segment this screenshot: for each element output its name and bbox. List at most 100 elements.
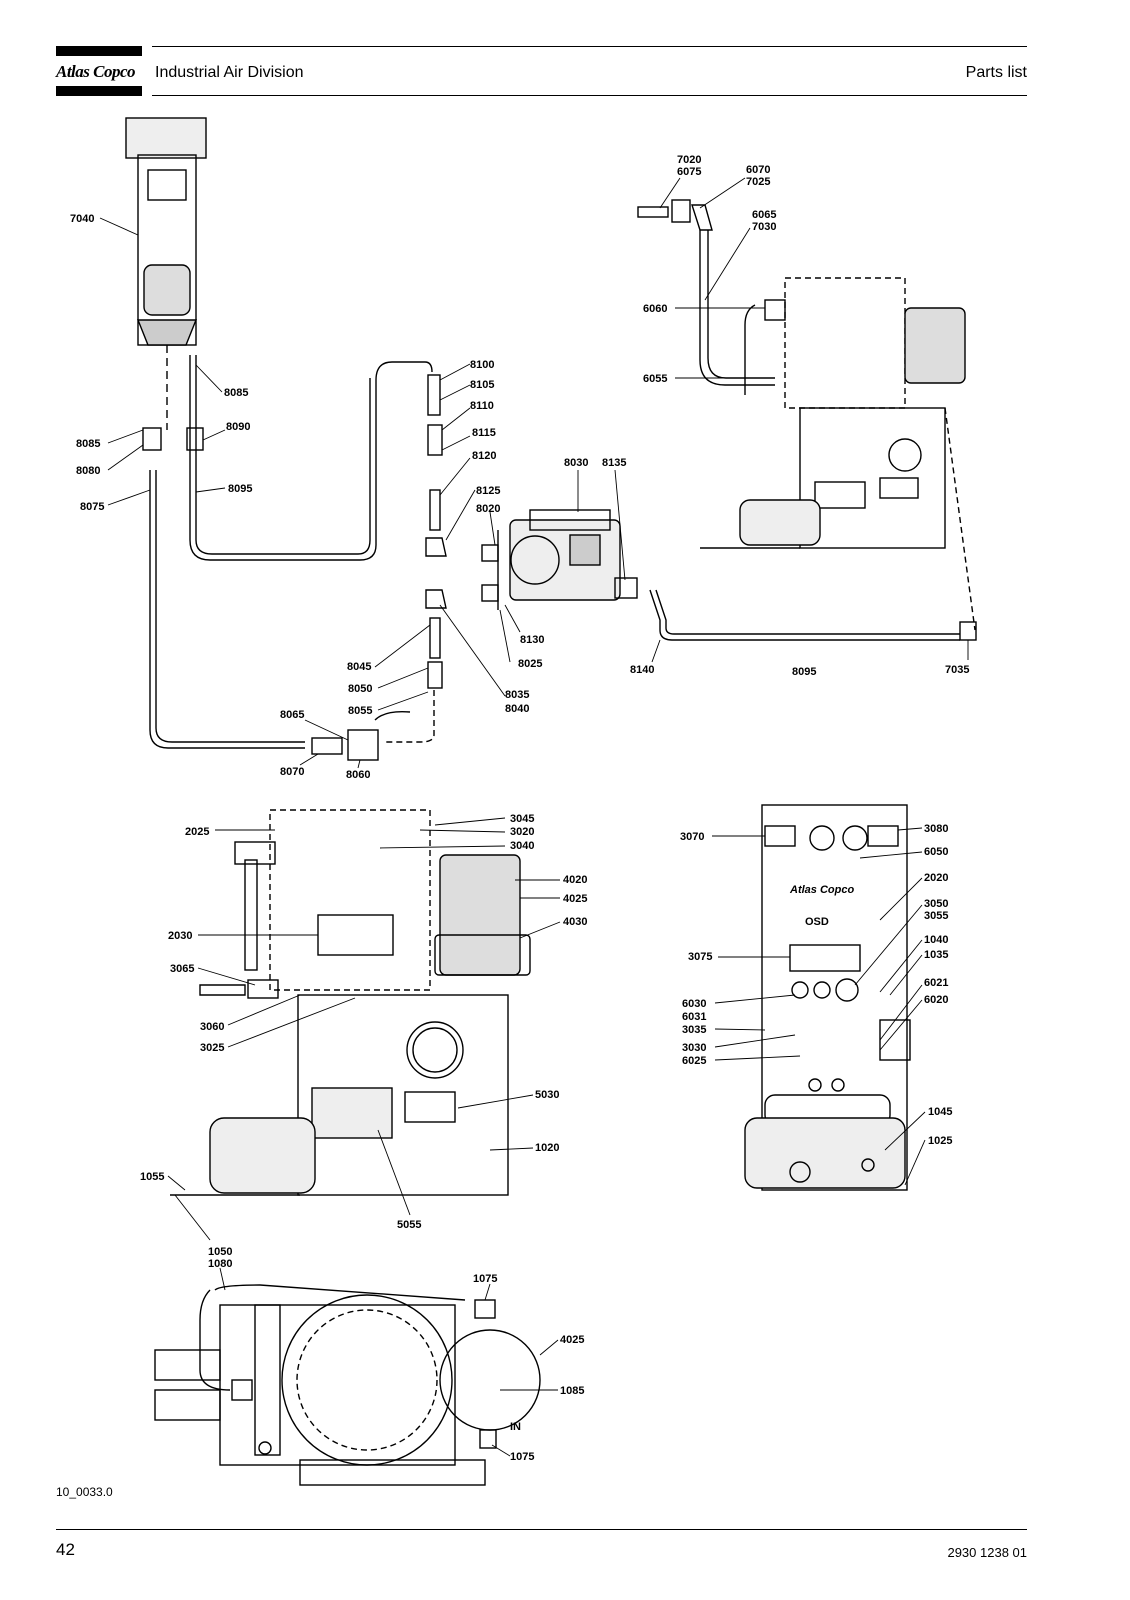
callout: 1045 bbox=[928, 1106, 952, 1118]
callout: 8085 bbox=[224, 387, 248, 399]
callout: 1050 bbox=[208, 1246, 232, 1258]
osd-plan-view bbox=[154, 1284, 541, 1486]
callout: 8060 bbox=[346, 769, 370, 781]
callout: 8050 bbox=[348, 683, 372, 695]
callout: 8035 bbox=[505, 689, 529, 701]
page-number: 42 bbox=[56, 1540, 75, 1559]
callout: 2020 bbox=[924, 872, 948, 884]
callout: 8045 bbox=[347, 661, 371, 673]
callout: 3030 bbox=[682, 1042, 706, 1054]
osd-front-view bbox=[170, 809, 531, 1196]
callout: 3070 bbox=[680, 831, 704, 843]
callout: 8075 bbox=[80, 501, 104, 513]
piping-left bbox=[142, 355, 447, 761]
callout: 8125 bbox=[476, 485, 500, 497]
callout: 5030 bbox=[535, 1089, 559, 1101]
callout: 8025 bbox=[518, 658, 542, 670]
callout: 3025 bbox=[200, 1042, 224, 1054]
callout: 8085 bbox=[76, 438, 100, 450]
callout: 7020 bbox=[677, 154, 701, 166]
callout: 3060 bbox=[200, 1021, 224, 1033]
callout: 1040 bbox=[924, 934, 948, 946]
leader-lines bbox=[99, 177, 969, 1457]
callout: 1075 bbox=[473, 1273, 497, 1285]
osd-side-view bbox=[744, 804, 911, 1191]
callout: 7035 bbox=[945, 664, 969, 676]
filter-assembly bbox=[125, 117, 207, 430]
callout: 6021 bbox=[924, 977, 948, 989]
callout: 3055 bbox=[924, 910, 948, 922]
logo-bar-bottom bbox=[56, 86, 142, 96]
callout: 8070 bbox=[280, 766, 304, 778]
callout: 8110 bbox=[470, 400, 494, 412]
callout: 8140 bbox=[630, 664, 654, 676]
callout: 8090 bbox=[226, 421, 250, 433]
callout: 8020 bbox=[476, 503, 500, 515]
callout: 1075 bbox=[510, 1451, 534, 1463]
footer-rule bbox=[56, 1529, 1027, 1530]
callout: 3065 bbox=[170, 963, 194, 975]
callout: 1035 bbox=[924, 949, 948, 961]
figure-code: 10_0033.0 bbox=[56, 1485, 113, 1499]
callout: 3020 bbox=[510, 826, 534, 838]
document-number: 2930 1238 01 bbox=[947, 1545, 1027, 1560]
callout: 8120 bbox=[472, 450, 496, 462]
header-rule-bottom bbox=[152, 95, 1027, 96]
callout: 4020 bbox=[563, 874, 587, 886]
callout: 4030 bbox=[563, 916, 587, 928]
logo-bar-top bbox=[56, 46, 142, 56]
callout: 3045 bbox=[510, 813, 534, 825]
callout: 8115 bbox=[472, 427, 496, 439]
callout: 6031 bbox=[682, 1011, 706, 1023]
panel-brand-label: Atlas Copco bbox=[789, 884, 854, 896]
solenoid-valve bbox=[481, 509, 977, 641]
osd-top-view bbox=[637, 199, 976, 631]
callout: 1085 bbox=[560, 1385, 584, 1397]
callout: 3075 bbox=[688, 951, 712, 963]
section-title: Parts list bbox=[965, 64, 1027, 81]
callout: 6030 bbox=[682, 998, 706, 1010]
atlas-copco-logo: Atlas Copco bbox=[56, 62, 136, 81]
callout: 8065 bbox=[280, 709, 304, 721]
callout: 3035 bbox=[682, 1024, 706, 1036]
callout: 6070 bbox=[746, 164, 770, 176]
callout-labels: 7040 8085 8085 8090 8080 8095 8075 8100 … bbox=[70, 154, 969, 1463]
callout: 4025 bbox=[560, 1334, 584, 1346]
callout: 8095 bbox=[792, 666, 816, 678]
callout: 6075 bbox=[677, 166, 701, 178]
callout: 1025 bbox=[928, 1135, 952, 1147]
callout: 8100 bbox=[470, 359, 494, 371]
callout: 3040 bbox=[510, 840, 534, 852]
callout: 3080 bbox=[924, 823, 948, 835]
callout: 8095 bbox=[228, 483, 252, 495]
callout: 5055 bbox=[397, 1219, 421, 1231]
callout: 6020 bbox=[924, 994, 948, 1006]
callout: 1080 bbox=[208, 1258, 232, 1270]
callout: 6055 bbox=[643, 373, 667, 385]
callout: 8105 bbox=[470, 379, 494, 391]
callout: 2030 bbox=[168, 930, 192, 942]
division-title: Industrial Air Division bbox=[155, 64, 304, 81]
callout: 6060 bbox=[643, 303, 667, 315]
callout: 1020 bbox=[535, 1142, 559, 1154]
panel-in-label: IN bbox=[510, 1421, 521, 1433]
callout: 6065 bbox=[752, 209, 776, 221]
callout: 8040 bbox=[505, 703, 529, 715]
callout: 8135 bbox=[602, 457, 626, 469]
callout: 8055 bbox=[348, 705, 372, 717]
callout: 2025 bbox=[185, 826, 209, 838]
callout: 6025 bbox=[682, 1055, 706, 1067]
callout: 1055 bbox=[140, 1171, 164, 1183]
callout: 7040 bbox=[70, 213, 94, 225]
callout: 6050 bbox=[924, 846, 948, 858]
callout: 7030 bbox=[752, 221, 776, 233]
callout: 3050 bbox=[924, 898, 948, 910]
callout: 8130 bbox=[520, 634, 544, 646]
panel-osd-label: OSD bbox=[805, 916, 829, 928]
callout: 8030 bbox=[564, 457, 588, 469]
header-rule-top bbox=[152, 46, 1027, 47]
callout: 4025 bbox=[563, 893, 587, 905]
callout: 7025 bbox=[746, 176, 770, 188]
callout: 8080 bbox=[76, 465, 100, 477]
